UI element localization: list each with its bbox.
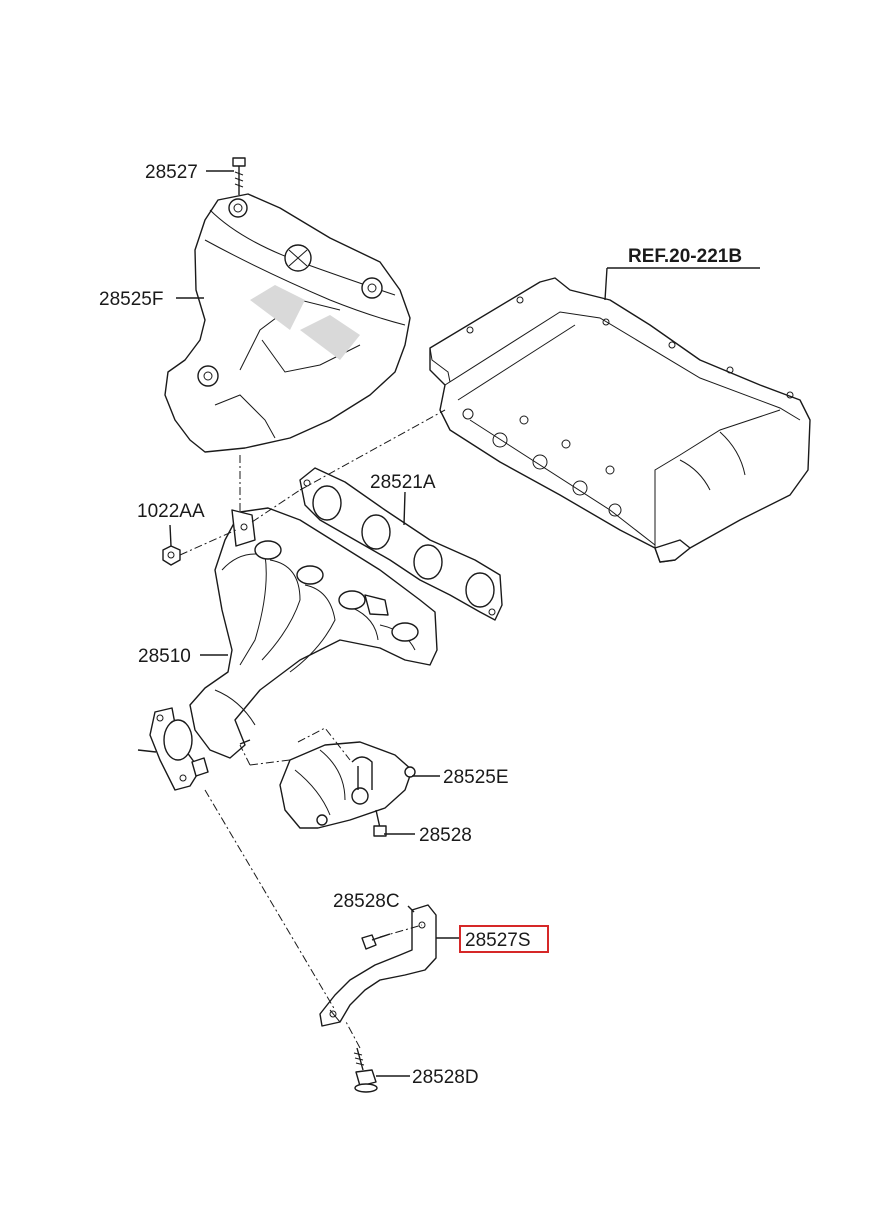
label-28527s[interactable]: 28527S bbox=[465, 930, 531, 951]
label-ref[interactable]: REF.20-221B bbox=[628, 246, 742, 267]
highlight-box-28527s bbox=[459, 925, 549, 953]
label-28525f[interactable]: 28525F bbox=[99, 289, 163, 310]
exhaust-manifold-drawing bbox=[137, 507, 438, 791]
heat-protector-upper-drawing bbox=[164, 193, 411, 453]
bolt-28527-drawing bbox=[232, 157, 246, 195]
heat-protector-lower-drawing bbox=[279, 741, 416, 829]
label-28510[interactable]: 28510 bbox=[138, 646, 191, 667]
bracket-28527s-drawing bbox=[319, 904, 437, 1027]
gasket-28521a-drawing bbox=[299, 467, 503, 621]
leader-lines bbox=[169, 170, 760, 1077]
assembly-lines bbox=[179, 409, 446, 1049]
label-28528[interactable]: 28528 bbox=[419, 825, 472, 846]
label-28527[interactable]: 28527 bbox=[145, 162, 198, 183]
label-28528c[interactable]: 28528C bbox=[333, 891, 400, 912]
label-28525e[interactable]: 28525E bbox=[443, 767, 509, 788]
label-1022aa[interactable]: 1022AA bbox=[137, 501, 205, 522]
label-28521a[interactable]: 28521A bbox=[370, 472, 436, 493]
bolt-28528-drawing bbox=[373, 809, 387, 837]
bolt-28528d-drawing bbox=[353, 1047, 378, 1093]
cylinder-head-drawing bbox=[429, 277, 811, 563]
nut-1022aa-drawing bbox=[162, 545, 181, 566]
bolt-28528c-drawing bbox=[361, 933, 391, 950]
label-28528d[interactable]: 28528D bbox=[412, 1067, 479, 1088]
